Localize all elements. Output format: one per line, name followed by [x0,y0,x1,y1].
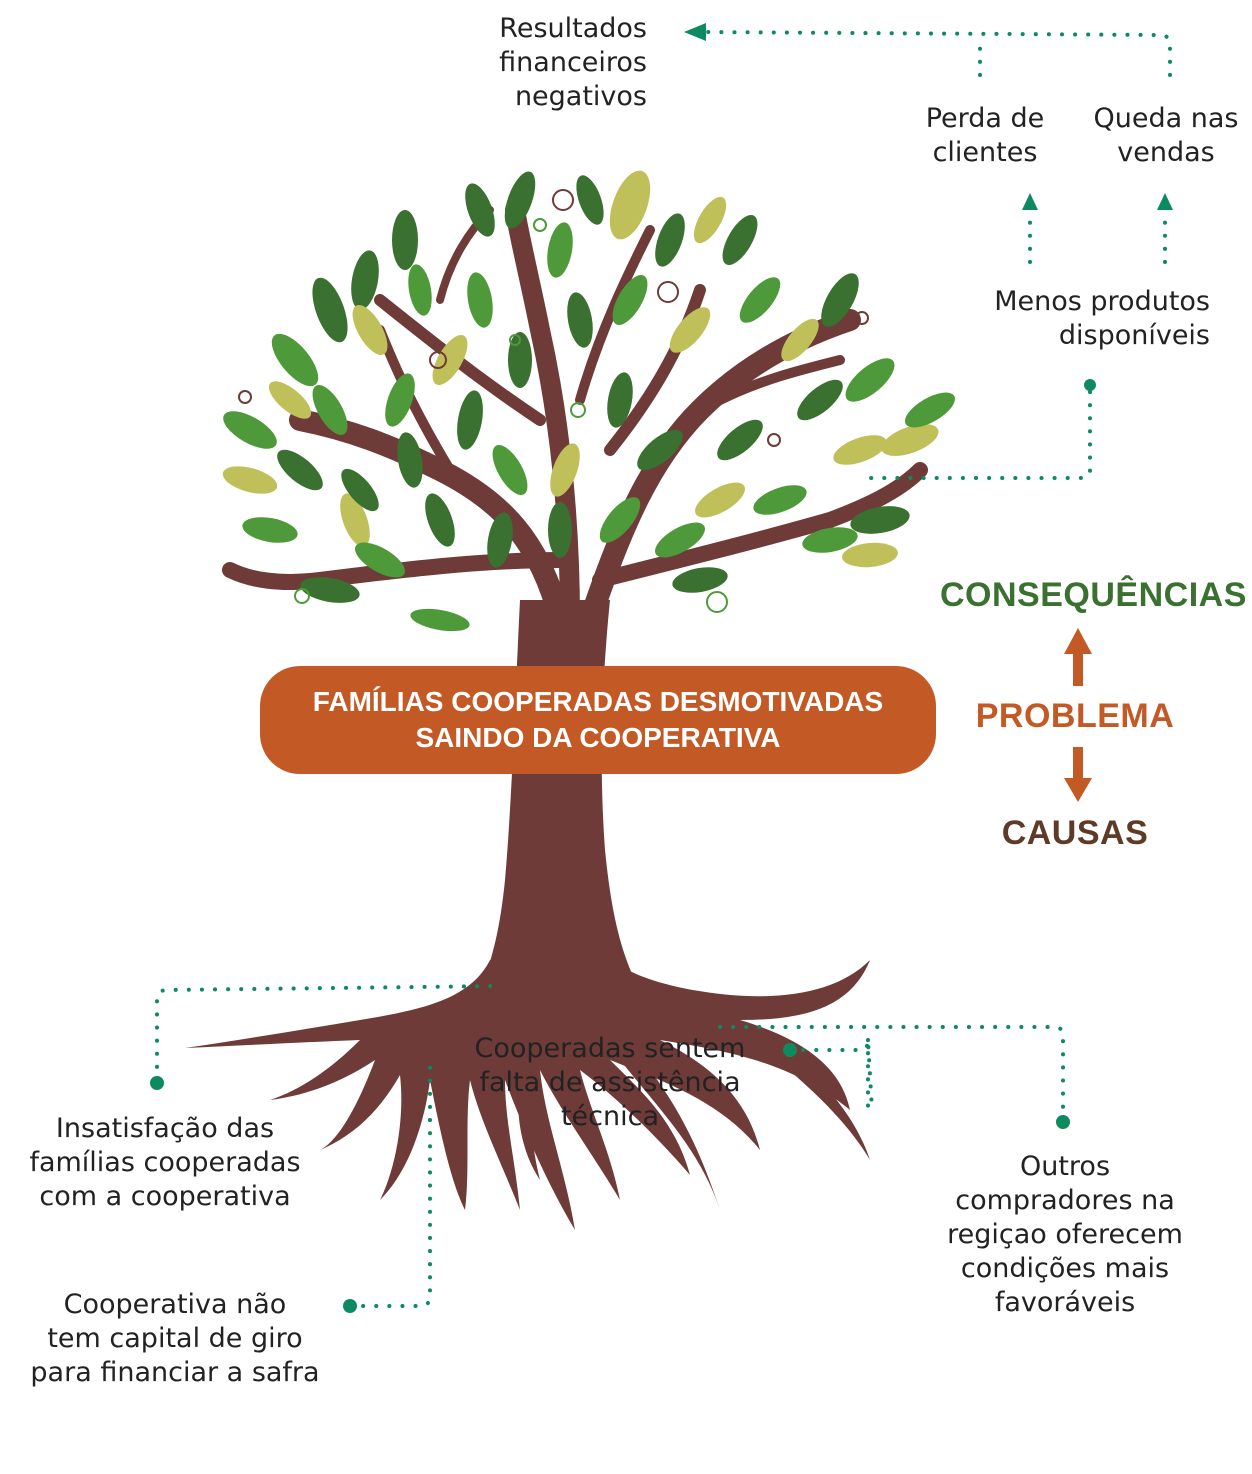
queda-line-1: Queda nas [1093,103,1239,134]
perda-line-1: Perda de [925,103,1045,134]
insatisfacao-line-3: com a cooperativa [39,1181,291,1212]
tree-leaves [222,170,955,632]
legend-problem: PROBLEMA [975,697,1175,735]
tree-roots [185,960,870,1230]
legend-arrows [1064,628,1092,802]
consequence-resultados: Resultados financeiros negativos [499,12,647,114]
resultados-line-1: Resultados [499,13,647,44]
tree-trunk [480,600,640,990]
dotted-connectors [155,30,1172,1308]
consequence-queda: Queda nas vendas [1080,102,1252,170]
insatisfacao-line-2: famílias cooperadas [29,1147,301,1178]
problem-line-2: SAINDO DA COOPERATIVA [415,722,781,753]
compradores-line-4: condições mais [960,1253,1170,1284]
legend-consequences: CONSEQUÊNCIAS [940,576,1247,614]
consequence-perda: Perda de clientes [895,102,1075,170]
legend-causes: CAUSAS [1001,814,1149,852]
assistencia-line-1: Cooperadas sentem [474,1033,746,1064]
menos-line-1: Menos produtos [994,286,1210,317]
resultados-line-3: negativos [514,81,647,112]
problem-line-1: FAMÍLIAS COOPERADAS DESMOTIVADAS [312,686,884,717]
cause-compradores: Outros compradores na regiçao oferecem c… [910,1150,1220,1320]
compradores-line-3: regiçao oferecem [947,1219,1183,1250]
insatisfacao-line-1: Insatisfação das [55,1113,275,1144]
perda-line-2: clientes [932,137,1038,168]
cause-assistencia: Cooperadas sentem falta de assistência t… [455,1032,765,1134]
capital-line-2: tem capital de giro [47,1323,303,1354]
resultados-line-2: financeiros [499,47,647,78]
assistencia-line-3: técnica [560,1101,660,1132]
compradores-line-1: Outros [1019,1151,1111,1182]
cause-capital: Cooperativa não tem capital de giro para… [10,1288,340,1390]
queda-line-2: vendas [1117,137,1215,168]
menos-line-2: disponíveis [1058,320,1210,351]
assistencia-line-2: falta de assistência [479,1067,741,1098]
problem-box: FAMÍLIAS COOPERADAS DESMOTIVADAS SAINDO … [260,666,936,774]
capital-line-3: para financiar a safra [30,1357,320,1388]
connector-marks [150,23,1173,1313]
compradores-line-5: favoráveis [994,1287,1136,1318]
consequence-menos: Menos produtos disponíveis [994,285,1210,353]
capital-line-1: Cooperativa não [63,1289,287,1320]
compradores-line-2: compradores na [955,1185,1175,1216]
cause-insatisfacao: Insatisfação das famílias cooperadas com… [10,1112,320,1214]
